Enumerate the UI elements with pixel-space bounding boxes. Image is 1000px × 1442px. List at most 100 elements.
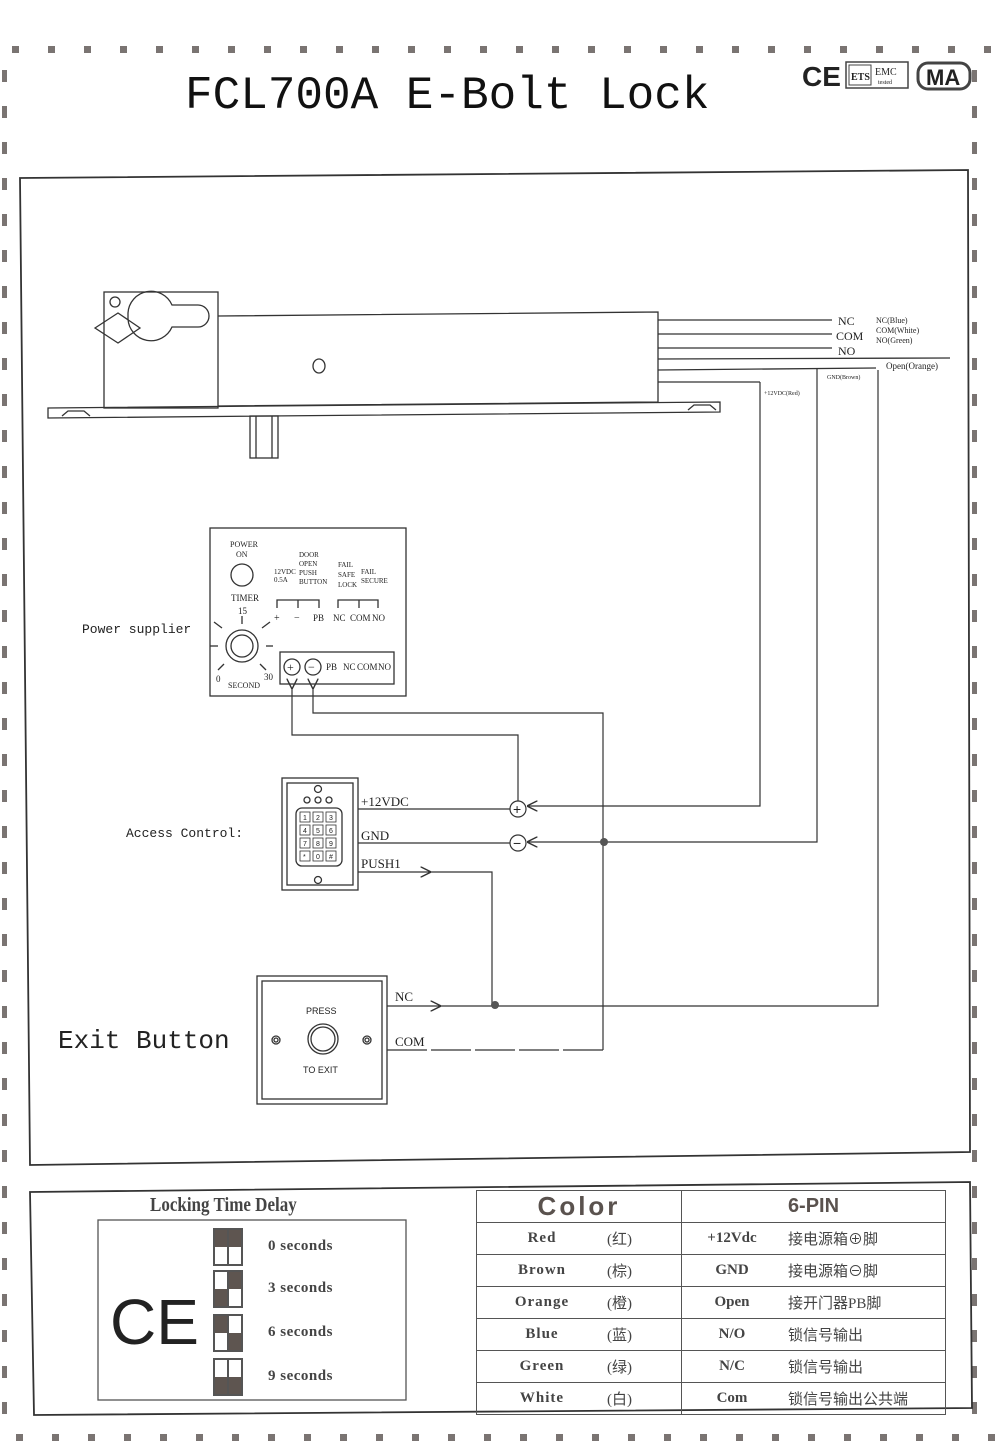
border-mark: [88, 1434, 95, 1441]
border-mark: [628, 1434, 635, 1441]
border-mark: [444, 46, 451, 53]
svg-text:FAIL: FAIL: [361, 568, 376, 576]
ps-terminal-nc: NC: [343, 662, 356, 672]
border-mark: [2, 1402, 7, 1414]
wire-open-orange: Open(Orange): [886, 361, 938, 371]
svg-text:ON: ON: [236, 550, 248, 559]
border-mark: [2, 358, 7, 370]
ps-terminal-pb: PB: [326, 662, 337, 672]
border-mark: [516, 46, 523, 53]
border-mark: [156, 46, 163, 53]
border-mark: [972, 358, 977, 370]
border-mark: [972, 898, 977, 910]
color-cell: Red(红): [476, 1222, 682, 1255]
border-mark: [972, 394, 977, 406]
border-mark: [972, 466, 977, 478]
border-mark: [988, 1434, 995, 1441]
keypad-key: [312, 850, 324, 862]
keypad-key-label: 6: [329, 828, 333, 835]
border-mark: [972, 826, 977, 838]
junction-plus: +: [509, 800, 527, 818]
svg-text:+: +: [274, 613, 280, 624]
exit-button-plate: [256, 975, 388, 1105]
border-mark: [2, 1006, 7, 1018]
border-mark: [160, 1434, 167, 1441]
svg-text:GND: GND: [361, 828, 389, 843]
border-mark: [972, 1078, 977, 1090]
svg-text:CE: CE: [110, 1286, 199, 1358]
border-mark: [972, 934, 977, 946]
ma-mark: MA: [916, 61, 972, 91]
header-color: Color: [476, 1190, 682, 1223]
border-mark: [480, 46, 487, 53]
border-mark: [48, 46, 55, 53]
border-mark: [2, 1330, 7, 1342]
border-mark: [2, 178, 7, 190]
ps-terminal-minus: −: [308, 660, 315, 674]
border-mark: [972, 1294, 977, 1306]
wire-12vdc-red: +12VDC(Red): [764, 390, 800, 397]
border-mark: [520, 1434, 527, 1441]
keypad-key-label: 2: [316, 815, 320, 822]
keypad-key: [312, 837, 324, 849]
border-mark: [264, 46, 271, 53]
border-mark: [16, 1434, 23, 1441]
svg-text:−: −: [294, 613, 300, 624]
svg-text:ETS: ETS: [851, 72, 870, 83]
svg-text:12VDC: 12VDC: [274, 568, 296, 576]
border-mark: [2, 574, 7, 586]
border-mark: [696, 46, 703, 53]
border-mark: [448, 1434, 455, 1441]
ps-terminal-com: COM: [357, 662, 378, 672]
border-mark: [2, 934, 7, 946]
ebolt-lock: [47, 290, 951, 459]
keypad-key-label: *: [303, 854, 306, 861]
junction-minus: −: [509, 834, 527, 852]
exit-press-text: PRESS: [306, 1006, 337, 1016]
pin-name: N/O: [718, 1326, 746, 1342]
border-mark: [556, 1434, 563, 1441]
border-mark: [768, 46, 775, 53]
border-mark: [268, 1434, 275, 1441]
keypad-key-label: #: [329, 854, 333, 861]
border-mark: [880, 1434, 887, 1441]
border-mark: [232, 1434, 239, 1441]
keypad-key: [325, 811, 337, 823]
lock-wire-labels: NC COM NO NC(Blue) COM(White) NO(Green) …: [764, 314, 938, 397]
delay-label: 6 seconds: [268, 1324, 333, 1340]
border-mark: [972, 70, 977, 82]
lock-label-nc: NC: [838, 314, 855, 328]
border-mark: [972, 574, 977, 586]
color-name-cn: (蓝): [607, 1328, 632, 1344]
pin-desc: 接开门器PB脚: [788, 1296, 882, 1312]
border-mark: [972, 1042, 977, 1054]
border-mark: [952, 1434, 959, 1441]
border-mark: [972, 970, 977, 982]
svg-text:+: +: [513, 801, 521, 817]
ce-logo: CE: [110, 1286, 199, 1358]
power-supplier-label: Power supplier: [82, 622, 191, 637]
border-mark: [2, 718, 7, 730]
bottom-frame: [29, 1181, 973, 1416]
border-mark: [2, 682, 7, 694]
border-mark: [2, 1078, 7, 1090]
exit-to-exit-text: TO EXIT: [303, 1065, 338, 1075]
locking-time-delay-title: Locking Time Delay: [150, 1194, 297, 1216]
pin-desc: 接电源箱⊕脚: [788, 1232, 879, 1248]
svg-text:SECURE: SECURE: [361, 577, 388, 585]
pin-desc: 锁信号输出公共端: [788, 1392, 909, 1408]
svg-text:LOCK: LOCK: [338, 581, 357, 589]
dip-switch-icon: [213, 1228, 243, 1266]
border-mark: [972, 718, 977, 730]
color-name: Orange: [514, 1294, 570, 1310]
pin-desc: 接电源箱⊖脚: [788, 1264, 879, 1280]
keypad-key: [325, 837, 337, 849]
dip-switch-icon: [213, 1358, 243, 1396]
svg-text:NO: NO: [372, 613, 385, 623]
border-mark: [804, 46, 811, 53]
